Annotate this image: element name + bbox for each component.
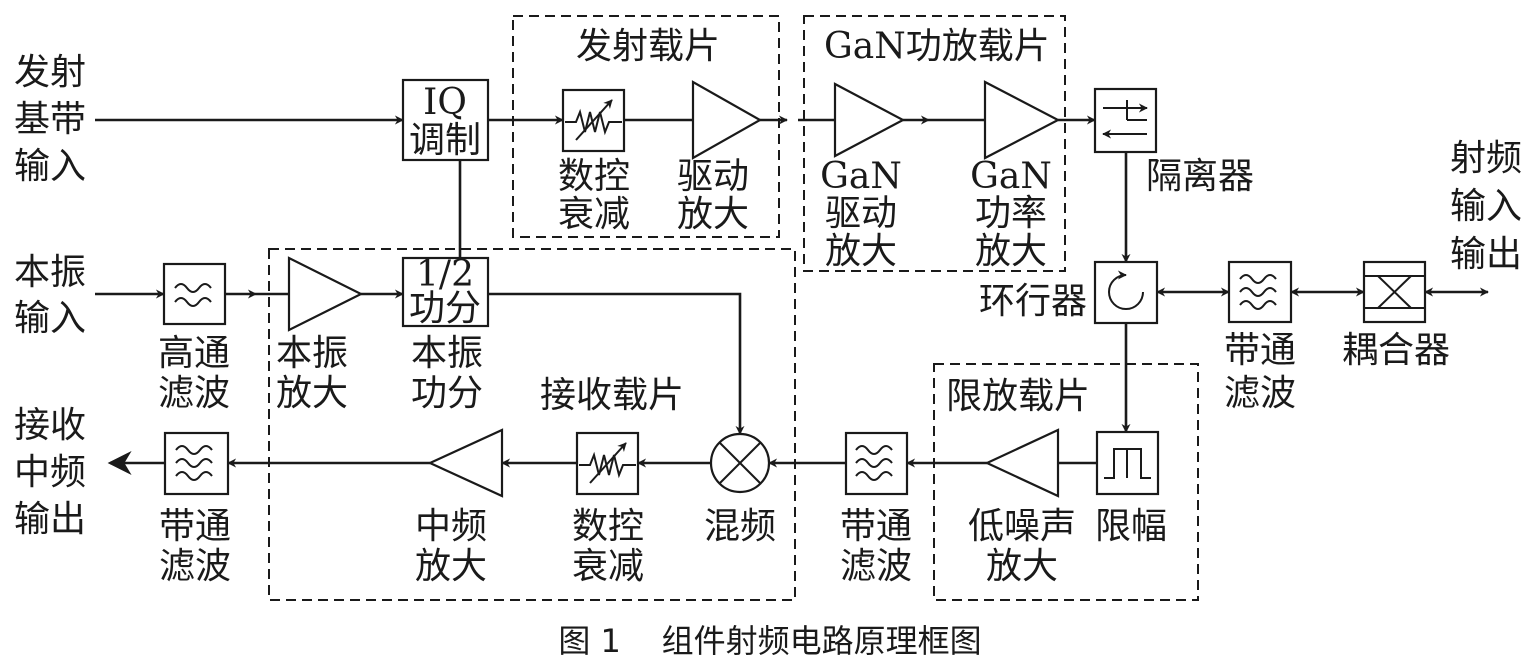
- signal-lines: [95, 115, 1489, 475]
- rf-io-port-label-2: 输入: [1450, 186, 1522, 227]
- gan-drive-label-1: GaN: [820, 156, 902, 197]
- limiter-carrier-group: [933, 363, 1199, 601]
- circulator-block: [1093, 260, 1159, 325]
- gan-power-amplifier-icon: [983, 80, 1061, 160]
- mixer-icon: [709, 432, 771, 494]
- rf-bpf-label-2: 滤波: [1224, 373, 1296, 414]
- isolator-icon: [1102, 100, 1148, 139]
- tx-baseband-input-label-2: 基带: [14, 99, 86, 140]
- tx-baseband-input-label-1: 发射: [14, 52, 86, 93]
- rf-io-port-label-3: 输出: [1450, 234, 1522, 275]
- tx-baseband-input-label-3: 输入: [14, 146, 86, 187]
- hpf-label-1: 高通: [158, 333, 230, 374]
- iq-modulator-line2: 调制: [409, 120, 481, 161]
- attenuator-icon: [565, 99, 622, 141]
- if-amp-label-2: 放大: [415, 546, 487, 587]
- mixer-label: 混频: [704, 506, 776, 547]
- drive-amp-label-1: 驱动: [677, 156, 749, 197]
- if-bpf-label-1: 带通: [159, 506, 231, 547]
- tx-attenuator-label-2: 衰减: [558, 194, 630, 235]
- if-bandpass-filter-block: [163, 431, 230, 496]
- bandpass-filter-icon: [855, 445, 893, 481]
- lo-splitter-label-2: 功分: [411, 373, 483, 414]
- iq-modulator-line1: IQ: [423, 82, 467, 123]
- lo-amp-label-2: 放大: [276, 373, 348, 414]
- isolator-label: 隔离器: [1146, 156, 1254, 197]
- lo-amp-label-1: 本振: [276, 333, 348, 374]
- splitter-symbol-line1: 1/2: [416, 254, 474, 295]
- bandpass-filter-icon: [1239, 274, 1277, 310]
- rx-bandpass-filter-block: [844, 431, 909, 496]
- gan-drive-amplifier-icon: [833, 82, 906, 158]
- rf-bandpass-filter-block: [1227, 260, 1293, 324]
- drive-amplifier-icon: [691, 80, 763, 160]
- gan-carrier-group: [803, 15, 1066, 272]
- rx-carrier-group: [268, 248, 796, 601]
- figure-caption: 图 1 组件射频电路原理框图: [558, 622, 981, 660]
- bandpass-filter-icon: [175, 445, 213, 481]
- limiter-icon: [1104, 448, 1151, 479]
- lo-amplifier-icon: [287, 256, 364, 332]
- limiter-block: [1095, 430, 1160, 496]
- tx-carrier-label: 发射载片: [576, 26, 720, 67]
- attenuator-icon: [579, 442, 636, 484]
- lna-icon: [984, 428, 1060, 498]
- rx-bpf-label-1: 带通: [840, 506, 912, 547]
- if-amplifier-icon: [427, 428, 504, 498]
- limiter-carrier-label: 限放载片: [946, 376, 1090, 417]
- circulator-icon: [1108, 270, 1144, 310]
- coupler-label: 耦合器: [1342, 330, 1450, 371]
- rx-attenuator-label-2: 衰减: [572, 546, 644, 587]
- rx-bpf-label-2: 滤波: [840, 546, 912, 587]
- splitter-symbol-line2: 功分: [409, 288, 481, 329]
- rf-bpf-label-1: 带通: [1224, 330, 1296, 371]
- rf-io-port-label-1: 射频: [1450, 138, 1522, 179]
- gan-drive-label-3: 放大: [825, 231, 897, 272]
- lo-splitter-label-1: 本振: [411, 333, 483, 374]
- rx-if-output-label-2: 中频: [14, 452, 86, 493]
- rx-carrier-label: 接收载片: [540, 375, 684, 416]
- circulator-label: 环行器: [979, 281, 1087, 322]
- coupler-icon: [1364, 275, 1425, 309]
- gan-power-label-2: 功率: [975, 193, 1047, 234]
- gan-power-label-3: 放大: [975, 231, 1047, 272]
- tx-carrier-group: [512, 15, 780, 238]
- rx-if-output-label-1: 接收: [14, 405, 86, 446]
- rx-attenuator-label-1: 数控: [572, 506, 644, 547]
- gan-carrier-label: GaN功放载片: [824, 26, 1050, 67]
- highpass-filter-icon: [174, 283, 212, 307]
- rx-if-output-label-3: 输出: [14, 499, 86, 540]
- gan-drive-label-2: 驱动: [825, 193, 897, 234]
- tx-attenuator-label-1: 数控: [558, 156, 630, 197]
- limiter-label: 限幅: [1095, 506, 1167, 547]
- iq-modulator-block: [401, 78, 490, 162]
- if-bpf-label-2: 滤波: [159, 546, 231, 587]
- gan-power-label-1: GaN: [970, 156, 1052, 197]
- drive-amp-label-2: 放大: [677, 194, 749, 235]
- lo-splitter-block: [401, 256, 490, 328]
- if-amp-label-1: 中频: [415, 506, 487, 547]
- highpass-filter-block: [162, 262, 227, 326]
- lo-input-label-1: 本振: [14, 252, 86, 293]
- hpf-label-2: 滤波: [158, 373, 230, 414]
- lo-input-label-2: 输入: [14, 298, 86, 339]
- lna-label-1: 低噪声: [968, 506, 1076, 547]
- lna-label-2: 放大: [986, 546, 1058, 587]
